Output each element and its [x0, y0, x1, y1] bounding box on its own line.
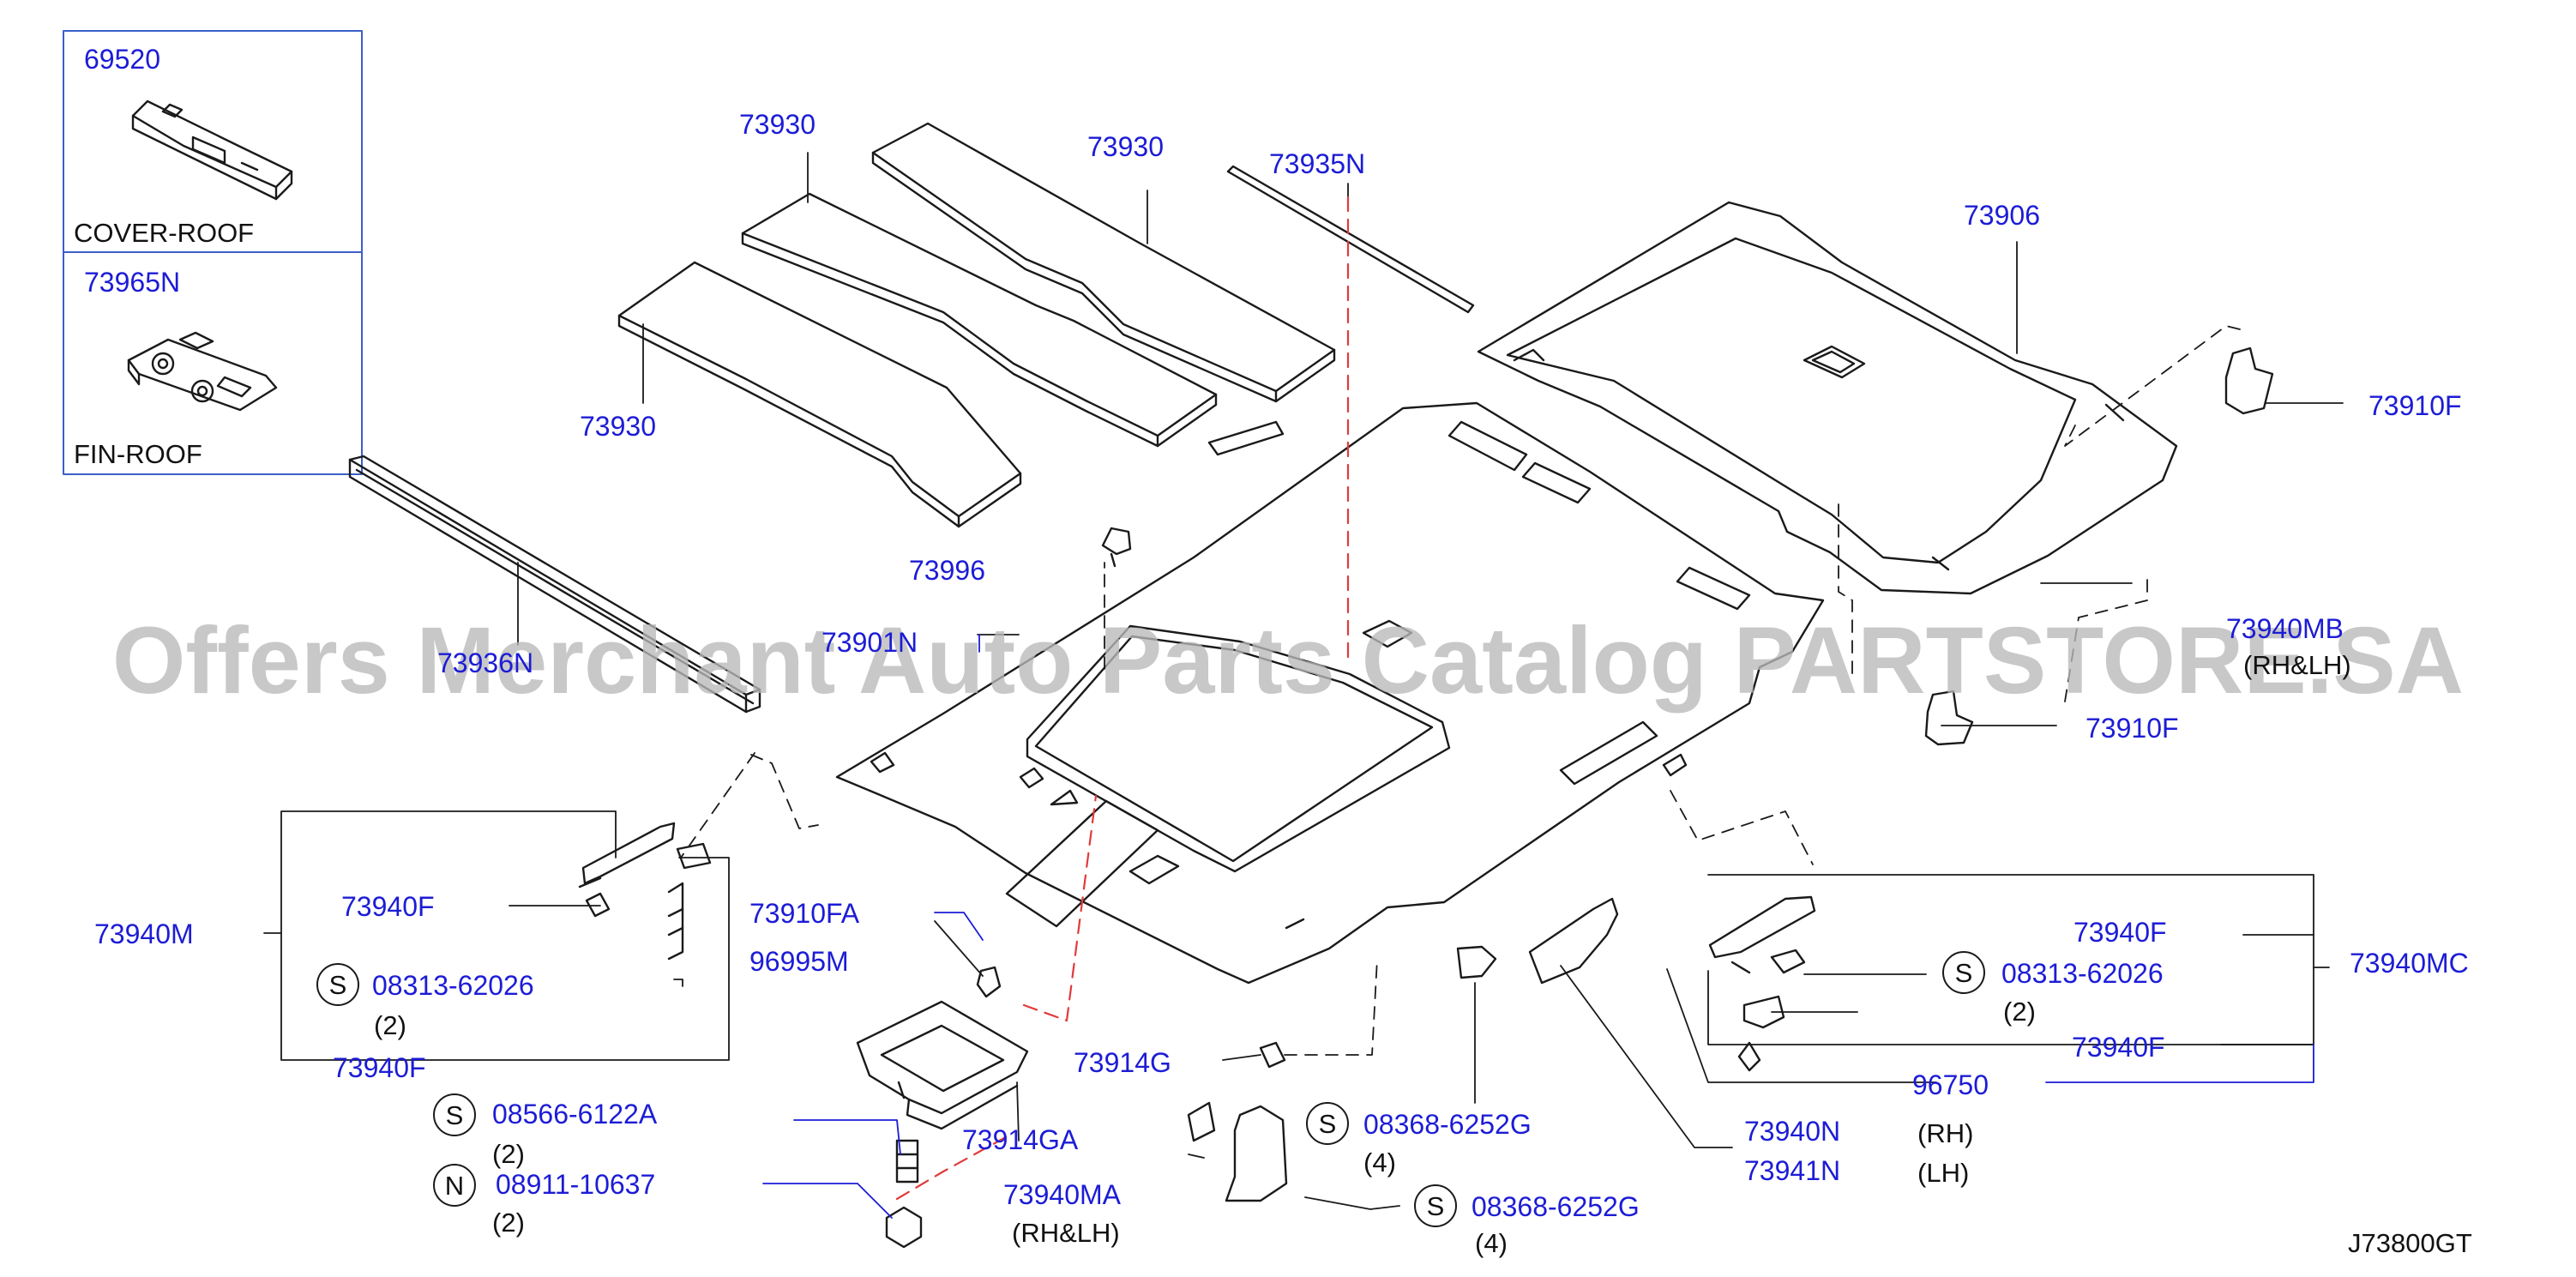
- fasteners-left: [667, 882, 923, 1249]
- label-73914g: 73914G: [1074, 1047, 1171, 1078]
- label-73940mc: 73940MC: [2350, 948, 2469, 979]
- roof-lamp-96995m: [856, 1000, 1029, 1130]
- qualifier-qty-bolt: (2): [492, 1139, 525, 1169]
- watermark: Offers Merchant Auto Parts Catalog PARTS…: [112, 608, 2464, 714]
- label-08313-left: 08313-62026: [372, 970, 534, 1001]
- inset-cover-roof-name: COVER-ROOF: [74, 218, 254, 248]
- label-73940ma: 73940MA: [1003, 1179, 1122, 1210]
- inset-boxes: [63, 30, 363, 475]
- symbol-s-mid2: S: [1427, 1191, 1445, 1221]
- qualifier-rh: (RH): [1917, 1118, 1973, 1148]
- label-96995m: 96995M: [749, 946, 849, 977]
- label-08313-right: 08313-62026: [2001, 958, 2164, 989]
- label-73940m: 73940M: [94, 919, 194, 949]
- bracket-assembly-right: [1708, 895, 1816, 1072]
- bracket-assembly-left: [578, 822, 712, 918]
- label-73941n: 73941N: [1744, 1155, 1840, 1186]
- label-73940f-right-2: 73940F: [2072, 1032, 2165, 1063]
- label-08368-a: 08368-6252G: [1363, 1109, 1532, 1140]
- cover-roof-part: [131, 99, 293, 201]
- roof-pad-73930-c: [617, 261, 1022, 528]
- label-73930-b: 73930: [1087, 131, 1164, 162]
- label-73940f-left-2: 73940F: [333, 1052, 426, 1083]
- label-73914ga: 73914GA: [962, 1124, 1079, 1155]
- qualifier-qty-mid2: (4): [1475, 1228, 1508, 1258]
- label-73940mb: 73940MB: [2226, 613, 2344, 644]
- label-08911: 08911-10637: [496, 1169, 655, 1200]
- label-73940f-right-1: 73940F: [2073, 917, 2167, 948]
- roof-strip-73935n: [1226, 165, 1475, 314]
- symbol-s-bolt: S: [446, 1100, 464, 1130]
- symbol-circles: [316, 951, 1985, 1227]
- label-08368-b: 08368-6252G: [1472, 1191, 1640, 1222]
- inset-fin-roof-name: FIN-ROOF: [74, 439, 202, 469]
- symbol-s-right: S: [1955, 958, 1973, 988]
- label-73910f-top: 73910F: [2368, 390, 2462, 421]
- label-73901n: 73901N: [822, 627, 918, 658]
- label-73935n: 73935N: [1269, 148, 1365, 179]
- label-73930-c: 73930: [580, 411, 656, 442]
- label-73910f-mid: 73910F: [2085, 713, 2179, 744]
- fin-roof-part: [127, 331, 278, 412]
- label-73906: 73906: [1964, 200, 2040, 231]
- assist-grip: [1225, 897, 1619, 1202]
- red-dashed-leaders: [895, 196, 1350, 1201]
- roof-pad-73930-b: [741, 192, 1218, 448]
- qualifier-qty-right: (2): [2003, 997, 2036, 1027]
- qualifier-qty-left: (2): [374, 1010, 406, 1040]
- figure-code: J73800GT: [2348, 1228, 2472, 1258]
- side-rail-73936n: [348, 455, 761, 714]
- dashed-leaders: [680, 325, 2241, 1056]
- leader-lines: [263, 152, 2344, 1210]
- label-73910fa: 73910FA: [749, 898, 860, 929]
- label-73936n: 73936N: [437, 648, 533, 678]
- qualifier-rhlh-ma: (RH&LH): [1012, 1218, 1120, 1248]
- label-73996: 73996: [909, 555, 985, 586]
- label-73930-a: 73930: [739, 109, 816, 140]
- symbol-s-mid1: S: [1319, 1109, 1337, 1139]
- label-96750: 96750: [1912, 1069, 1989, 1100]
- inset-cover-roof-number: 69520: [84, 44, 160, 75]
- roof-pad-73930-a: [871, 122, 1336, 403]
- symbol-s-left: S: [329, 970, 347, 1000]
- qualifier-rhlh-mb: (RH&LH): [2243, 650, 2351, 680]
- qualifier-qty-mid1: (4): [1363, 1147, 1396, 1178]
- label-73940f-left-1: 73940F: [341, 891, 435, 922]
- qualifier-lh: (LH): [1917, 1158, 1969, 1188]
- label-08566: 08566-6122A: [492, 1099, 658, 1129]
- clips: [976, 346, 2274, 1142]
- blue-leader-lines: [762, 634, 2314, 1219]
- qualifier-qty-nut: (2): [492, 1208, 525, 1238]
- rear-headliner-73906: [1477, 201, 2178, 595]
- label-73940n: 73940N: [1744, 1116, 1840, 1147]
- inset-fin-roof-number: 73965N: [84, 267, 180, 298]
- symbol-n-nut: N: [445, 1171, 464, 1201]
- main-headliner-73901n: [835, 401, 1825, 985]
